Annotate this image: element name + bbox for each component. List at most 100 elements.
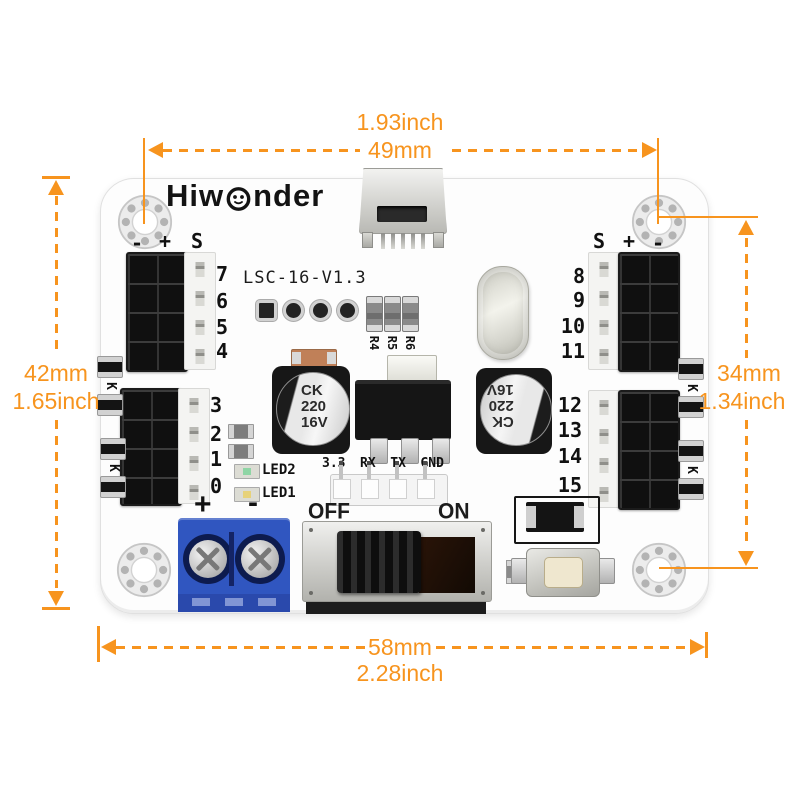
switch-knob [337,531,421,593]
dimension-top-inch: 1.93inch [356,109,444,135]
dimension-dash-line [436,646,690,649]
smd-terminal [574,506,584,528]
dimension-top-mm: 49mm [368,137,432,163]
led-die [243,491,251,498]
diode-k-label: K [106,464,121,472]
wire-slot [192,598,210,606]
switch-off-label: OFF [308,499,350,524]
uart-connector [330,461,448,506]
channel-number: 0 [210,474,223,498]
micro-usb-port [359,168,447,234]
channel-number: 9 [572,288,585,312]
dimension-end-bar [42,176,70,179]
sign-label-signal: S [191,229,204,253]
diode-body [100,476,126,498]
cap-line: CK [301,382,323,399]
dimension-arrow-down [738,551,754,566]
dimension-dash-line [452,149,641,152]
header-pins [599,256,609,366]
dimension-arrow-up [738,220,754,235]
led-indicator [234,487,260,502]
smd-resistor [228,444,254,459]
channel-number: 14 [557,444,582,468]
dimension-end-bar [97,626,100,662]
terminal-screw [189,540,227,578]
regulator-leg [401,438,419,464]
model-label: LSC-16-V1.3 [243,268,367,288]
pad-row [256,300,364,321]
channel-number: 7 [216,262,229,286]
dimension-extension-line [657,138,659,224]
diode-body [678,440,704,462]
servo-header-left-top [126,252,188,372]
solder-pad [256,300,277,321]
dimension-left-mm: 42mm [24,360,88,386]
uart-pin [339,461,343,479]
power-plus-label: + [194,488,212,521]
smd-resistor [228,424,254,439]
micro-usb-slot [377,206,427,222]
dimension-arrow-right [690,639,705,655]
diode-k-label: K [684,466,699,474]
smd-cap-terminal [327,352,336,364]
channel-number: 15 [557,473,582,497]
dimension-dash-line [745,420,748,548]
channel-number: 11 [560,339,585,363]
usb-mount-tab [362,232,373,248]
diode-body [100,438,126,460]
uart-pin [423,461,427,479]
dimension-dash-line [55,196,58,356]
servo-header-left-bottom-signal-column [178,388,210,504]
cap-line: 220 [301,398,327,415]
servo-header-left-bottom [120,388,182,506]
resistor [366,296,383,332]
channel-number: 13 [557,418,582,442]
dimension-extension-line [659,216,758,218]
uart-pin [395,461,399,479]
dimension-arrow-down [48,591,64,606]
regulator-leg [370,438,388,464]
channel-number: 1 [210,447,223,471]
dimension-dash-line [55,420,58,588]
dimension-arrow-up [48,180,64,195]
solder-pad [310,300,331,321]
usb-mount-tab [433,232,444,248]
led-label: LED1 [262,485,296,501]
channel-number: 12 [557,393,582,417]
reset-button [526,548,600,597]
smd-terminal [526,506,536,528]
wire-slot [258,598,276,606]
led-die [243,468,251,475]
robot-face-icon [226,186,251,211]
diode-pair: K [100,438,126,498]
dimension-arrow-left [148,142,163,158]
mounting-hole-bottom-right [631,542,687,598]
diode-body [97,394,123,416]
button-actuator [544,557,583,588]
uart-pin [367,461,371,479]
terminal-wire-slots [178,594,290,612]
servo-header-right-top-signal-column [588,252,620,370]
switch-base [306,598,486,614]
dimension-arrow-right [642,142,657,158]
channel-number: 10 [560,314,585,338]
sign-label-minus: - [652,231,665,255]
capacitor-right: CK 220 16V [480,374,552,446]
diode-pair: K [678,358,704,418]
sign-label-plus: + [623,229,636,253]
uart-pin-holder [361,479,379,499]
header-pins [599,394,609,504]
led-indicator [234,464,260,479]
switch-rivet [309,528,313,532]
header-pins [189,392,199,500]
dimension-dash-line [745,238,748,358]
cap-line: 220 [488,397,514,414]
channel-number: 8 [572,264,585,288]
channel-number: 5 [216,315,229,339]
smd-outline [514,496,600,544]
channel-number: 6 [216,289,229,313]
uart-pin-holder [333,479,351,499]
resistor-label: R5 [385,335,399,351]
